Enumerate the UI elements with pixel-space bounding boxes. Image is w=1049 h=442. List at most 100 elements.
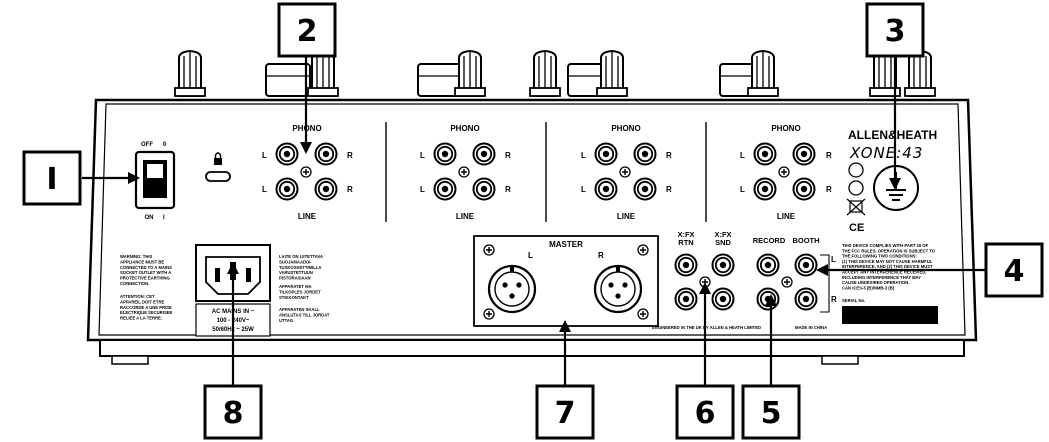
record-l-jack[interactable] <box>756 253 780 277</box>
left-label: L <box>581 185 586 194</box>
xfx-snd-l-jack[interactable] <box>711 253 735 277</box>
fcc-line: CAUSE UNDESIRED OPERATION. <box>842 280 909 285</box>
line-l-jack[interactable] <box>594 177 618 201</box>
line-r-jack[interactable] <box>472 177 496 201</box>
chassis <box>86 98 978 365</box>
fcc-line: ACCEPT ANY INTERFERENCE RECEIVED, <box>842 270 926 275</box>
phono-r-jack[interactable] <box>314 142 338 166</box>
callout-leaders <box>82 54 986 386</box>
warning-fi-line: PISTORASIAAN <box>279 276 311 281</box>
top-controls <box>174 50 936 97</box>
warning-en-line: CONNECTION. <box>120 281 149 286</box>
phono-label-ch3: PHONO <box>611 124 640 133</box>
phono-r-jack[interactable] <box>792 142 816 166</box>
line-label-ch3: LINE <box>617 212 636 221</box>
line-label-ch1: LINE <box>298 212 317 221</box>
callout-5: 5 <box>741 384 801 440</box>
master-xlr-left[interactable] <box>487 264 537 314</box>
callout-5-number: 5 <box>761 396 782 431</box>
left-label: L <box>581 151 586 160</box>
right-label: R <box>826 185 832 194</box>
callout-1-number: I <box>46 162 57 197</box>
phono-r-jack[interactable] <box>472 142 496 166</box>
phono-l-jack[interactable] <box>753 142 777 166</box>
warning-no-line: TILKOPLES JORDET <box>279 289 321 294</box>
channel-4-inputs: PHONO L R L R LINE <box>740 124 832 221</box>
right-label: R <box>826 151 832 160</box>
right-label: R <box>505 151 511 160</box>
power-off-label: OFF <box>141 142 153 148</box>
line-l-jack[interactable] <box>753 177 777 201</box>
line-l-jack[interactable] <box>433 177 457 201</box>
cert-icon <box>848 180 864 196</box>
channel-3-inputs: PHONO L R L R LINE <box>581 124 672 221</box>
engineered-text: ENGINEERED IN THE UK BY ALLEN & HEATH LI… <box>652 325 761 330</box>
screw <box>483 244 495 256</box>
warning-fi: LAITE ON LIITETTAVASUOJAMAADOI-TUSKOSKET… <box>279 254 323 281</box>
xfx-snd-r-jack[interactable] <box>711 287 735 311</box>
line-r-jack[interactable] <box>314 177 338 201</box>
weee-bin-icon <box>846 198 866 216</box>
brand-name: ALLEN&HEATH <box>848 128 937 142</box>
booth-l-jack[interactable] <box>794 253 818 277</box>
earth-screw <box>778 166 790 178</box>
xfx-snd-label-1: X:FX <box>714 230 731 239</box>
lock-slot <box>205 152 231 182</box>
phono-r-jack[interactable] <box>633 142 657 166</box>
serial-label: SERIAL No. <box>842 298 865 303</box>
earth-screw <box>619 166 631 178</box>
phono-l-jack[interactable] <box>275 142 299 166</box>
xfx-rtn-label-1: X:FX <box>677 230 694 239</box>
power-off-mark: 0 <box>163 142 167 148</box>
left-label: L <box>420 185 425 194</box>
xfx-snd-label-2: SND <box>715 238 731 247</box>
phono-label-ch4: PHONO <box>771 124 800 133</box>
fcc-line: INTERFERENCE, AND (2) THIS DEVICE MUST <box>842 264 933 269</box>
right-label: R <box>347 185 353 194</box>
line-r-jack[interactable] <box>633 177 657 201</box>
record-booth-section: RECORD BOOTH L R <box>753 236 837 313</box>
warning-en-line: SOCKET OUTLET WITH A <box>120 270 171 275</box>
power-on-mark: I <box>163 215 165 221</box>
callout-7-number: 7 <box>555 396 576 431</box>
warning-se-line: ANSLUTAS TILL JORDAT <box>279 312 330 317</box>
xfx-rtn-r-jack[interactable] <box>674 287 698 311</box>
right-label: R <box>831 295 837 304</box>
warning-en-line: PROTECTIVE EARTHING <box>120 276 170 281</box>
booth-r-jack[interactable] <box>794 287 818 311</box>
callout-6: 6 <box>675 384 735 440</box>
line-r-jack[interactable] <box>792 177 816 201</box>
warning-en-line: WARNING: THIS <box>120 254 153 259</box>
fcc-line: (1) THIS DEVICE MAY NOT CAUSE HARMFUL <box>842 259 933 264</box>
fcc-line: INCLUDING INTERFERENCE THAT MAY <box>842 275 921 280</box>
power-switch[interactable]: OFF 0 ON I <box>134 142 176 221</box>
right-label: R <box>347 151 353 160</box>
certification-icons: CE <box>846 162 866 234</box>
callout-1: I <box>22 150 82 206</box>
left-label: L <box>262 185 267 194</box>
callout-7: 7 <box>535 384 595 440</box>
screw <box>637 244 649 256</box>
screw <box>483 308 495 320</box>
left-label: L <box>740 151 745 160</box>
phono-l-jack[interactable] <box>433 142 457 166</box>
xfx-rtn-l-jack[interactable] <box>674 253 698 277</box>
callout-8: 8 <box>203 384 263 440</box>
left-label: L <box>262 151 267 160</box>
line-l-jack[interactable] <box>275 177 299 201</box>
earth-screw <box>781 276 793 288</box>
model-name: XONE:43 <box>849 144 923 162</box>
screw <box>637 308 649 320</box>
record-r-jack[interactable] <box>756 287 780 311</box>
warning-en-line: CONNECTED TO A MAINS <box>120 265 172 270</box>
earth-screw <box>300 166 312 178</box>
warning-fr-line: RELIEE A LA TERRE. <box>120 316 162 321</box>
phono-l-jack[interactable] <box>594 142 618 166</box>
fcc-notice: THIS DEVICE COMPLIES WITH PART 15 OFTHE … <box>842 243 936 290</box>
master-xlr-right[interactable] <box>593 264 643 314</box>
